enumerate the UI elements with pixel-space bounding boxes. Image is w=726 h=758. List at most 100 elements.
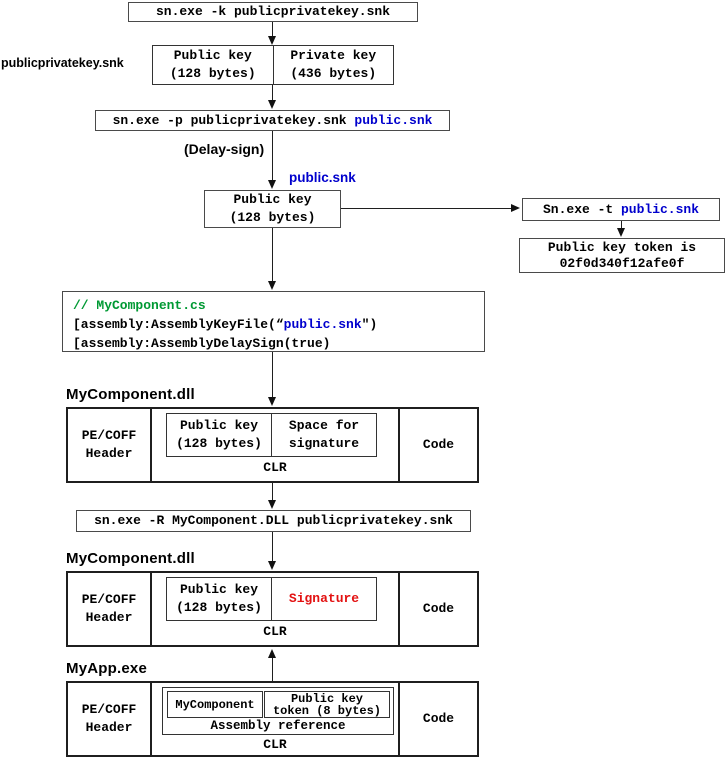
- token-line2: 02f0d340f12afe0f: [559, 255, 685, 271]
- keypair-box: Public key (128 bytes) Private key (436 …: [152, 45, 394, 85]
- dll1-title: MyComponent.dll: [66, 386, 195, 403]
- dll2-pe-line2: Header: [85, 610, 133, 625]
- myapp-divider-left: [150, 683, 152, 755]
- cmd-token-box: Sn.exe -t public.snk: [522, 198, 720, 221]
- arrow-line-myapp-to-dll2: [272, 658, 273, 681]
- dll1-divider-left: [150, 409, 152, 481]
- code-delaysign-line: [assembly:AssemblyDelaySign(true): [73, 336, 331, 351]
- dll1-pe-line2: Header: [85, 446, 133, 461]
- arrow-line-pubkey-to-token-cmd: [341, 208, 512, 209]
- dll1-space-for-signature-cell: Space for signature: [271, 414, 376, 456]
- cmd-extract-prefix: sn.exe -p publicprivatekey.snk: [112, 112, 355, 128]
- dll2-divider-right: [398, 573, 400, 645]
- dll2-signature-area: Public key (128 bytes) Signature: [166, 577, 377, 621]
- dll1-box: PE/COFF Header Public key (128 bytes) Sp…: [66, 407, 479, 483]
- arrowhead-down-icon: [268, 397, 276, 406]
- public-snk-label: public.snk: [289, 170, 356, 185]
- cmd-extract-file: public.snk: [354, 112, 433, 128]
- token-box: Public key token is 02f0d340f12afe0f: [519, 238, 725, 273]
- cmd-extract-public-text: sn.exe -p publicprivatekey.snk public.sn…: [113, 112, 433, 130]
- dll2-box: PE/COFF Header Public key (128 bytes) Si…: [66, 571, 479, 647]
- myapp-assembly-reference-label: Assembly reference: [210, 719, 346, 733]
- arrow-line-resign-to-dll2: [272, 532, 273, 562]
- cmd-resign-text: sn.exe -R MyComponent.DLL publicprivatek…: [94, 513, 453, 528]
- arrowhead-down-icon: [268, 100, 276, 109]
- pubkey-line2: (128 bytes): [229, 210, 316, 225]
- arrow-line-dll1-to-resign: [272, 483, 273, 501]
- cmd-token-text: Sn.exe -t public.snk: [543, 201, 699, 219]
- myapp-pe-line1: PE/COFF: [81, 702, 137, 717]
- dll2-signature-text: Signature: [288, 591, 360, 606]
- arrowhead-down-icon: [268, 36, 276, 45]
- pubkey-line1: Public key: [233, 192, 312, 207]
- arrowhead-down-icon: [268, 281, 276, 290]
- code-keyfile-line: [assembly:AssemblyKeyFile(“public.snk"): [73, 315, 484, 334]
- delay-sign-label: (Delay-sign): [184, 141, 265, 157]
- private-key-cell: Private key (436 bytes): [272, 46, 394, 84]
- dll1-code-cell: Code: [422, 437, 455, 452]
- cmd-extract-public-box: sn.exe -p publicprivatekey.snk public.sn…: [95, 110, 450, 131]
- private-key-line1: Private key: [290, 48, 377, 63]
- cmd-token-file: public.snk: [621, 201, 700, 217]
- dll1-pubkey-line2: (128 bytes): [176, 436, 262, 451]
- cmd-token-prefix: Sn.exe -t: [542, 201, 621, 217]
- dll2-pubkey-line2: (128 bytes): [176, 600, 262, 615]
- myapp-pe-line2: Header: [85, 720, 133, 735]
- dll1-pubkey-line1: Public key: [179, 418, 258, 433]
- myapp-box: PE/COFF Header MyComponent Public key to…: [66, 681, 479, 757]
- code-keyfile-pre: [assembly:AssemblyKeyFile(“: [73, 317, 284, 332]
- dll1-divider-right: [398, 409, 400, 481]
- myapp-token-line2: token (8 bytes): [272, 703, 382, 718]
- cmd-generate-keypair-box: sn.exe -k publicprivatekey.snk: [128, 2, 418, 22]
- public-key-line1: Public key: [173, 48, 252, 63]
- arrowhead-down-icon: [268, 500, 276, 509]
- pubkey-box: Public key (128 bytes): [204, 190, 341, 228]
- arrowhead-up-icon: [268, 649, 276, 658]
- myapp-title: MyApp.exe: [66, 660, 147, 677]
- dll1-sig-line1: Space for: [288, 418, 360, 433]
- dll2-title: MyComponent.dll: [66, 550, 195, 567]
- dll2-code-cell: Code: [422, 601, 455, 616]
- arrow-line-tokencmd-to-token: [621, 221, 622, 229]
- arrowhead-down-icon: [617, 228, 625, 237]
- myapp-divider-right: [398, 683, 400, 755]
- dll1-pe-line1: PE/COFF: [81, 428, 137, 443]
- public-key-line2: (128 bytes): [169, 66, 256, 81]
- myapp-pe-header-cell: PE/COFF Header: [68, 683, 150, 755]
- arrowhead-down-icon: [268, 561, 276, 570]
- dll2-clr-label: CLR: [263, 624, 287, 639]
- myapp-component-ref-box: MyComponent: [167, 691, 263, 718]
- myapp-assembly-reference-box: MyComponent Public key token (8 bytes) A…: [162, 687, 394, 735]
- arrow-line-pubkey-to-code: [272, 228, 273, 282]
- dll2-divider-left: [150, 573, 152, 645]
- arrow-line-code-to-dll1: [272, 352, 273, 398]
- keypair-file-label: publicprivatekey.snk: [1, 56, 124, 70]
- dll2-pubkey-cell: Public key (128 bytes): [167, 578, 271, 620]
- public-key-cell: Public key (128 bytes): [153, 46, 273, 84]
- dll1-pubkey-cell: Public key (128 bytes): [167, 414, 271, 456]
- code-keyfile-post: "): [361, 317, 378, 332]
- myapp-token-line1: Public key: [290, 691, 363, 706]
- dll2-pe-line1: PE/COFF: [81, 592, 137, 607]
- dll1-pe-header-cell: PE/COFF Header: [68, 409, 150, 481]
- token-line1: Public key token is: [547, 239, 697, 255]
- dll2-pe-header-cell: PE/COFF Header: [68, 573, 150, 645]
- source-code-box: // MyComponent.cs [assembly:AssemblyKeyF…: [62, 291, 485, 352]
- dll1-sig-line2: signature: [288, 436, 360, 451]
- myapp-token-ref-box: Public key token (8 bytes): [264, 691, 390, 718]
- myapp-code-cell: Code: [422, 711, 455, 726]
- arrowhead-right-icon: [511, 204, 520, 212]
- cmd-resign-box: sn.exe -R MyComponent.DLL publicprivatek…: [76, 510, 471, 532]
- dll2-signature-cell: Signature: [271, 578, 376, 620]
- dll1-clr-label: CLR: [263, 460, 287, 475]
- arrowhead-down-icon: [268, 180, 276, 189]
- dll1-signature-area: Public key (128 bytes) Space for signatu…: [166, 413, 377, 457]
- code-comment-line: // MyComponent.cs: [73, 298, 206, 313]
- arrow-line-generate-to-keypair: [272, 22, 273, 37]
- cmd-generate-keypair-text: sn.exe -k publicprivatekey.snk: [155, 4, 391, 19]
- myapp-component-ref-text: MyComponent: [175, 697, 255, 712]
- dll2-pubkey-line1: Public key: [179, 582, 258, 597]
- arrow-line-keypair-to-extract: [272, 85, 273, 101]
- myapp-clr-label: CLR: [263, 737, 287, 752]
